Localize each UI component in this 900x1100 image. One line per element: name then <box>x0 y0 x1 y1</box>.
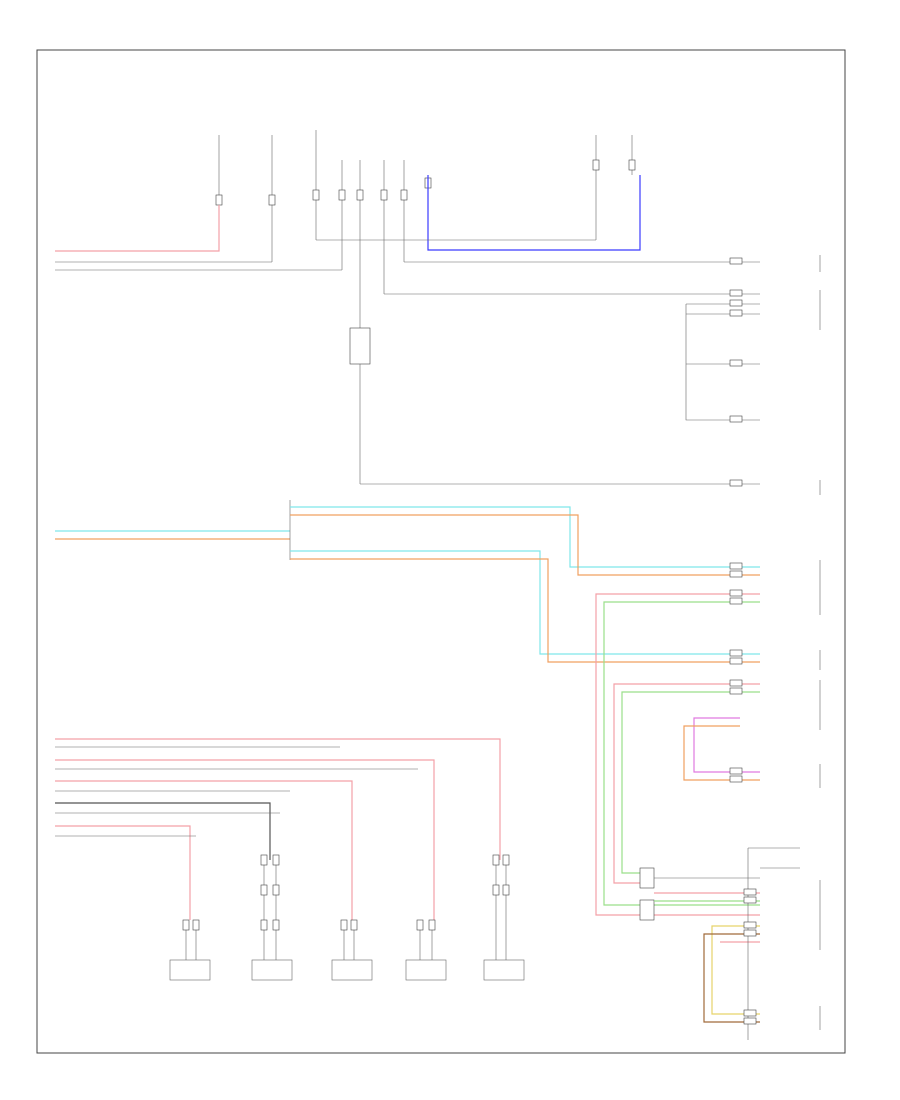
wire-blue <box>427 175 641 251</box>
wire-black-b <box>55 802 271 860</box>
component-box-2 <box>251 959 293 981</box>
wire-red-b1 <box>55 738 501 860</box>
diagram-frame <box>36 49 846 1054</box>
wire-red-mid <box>595 593 760 916</box>
wire-red-b4 <box>55 825 191 920</box>
wire-magenta <box>693 717 760 773</box>
wire-brown-br <box>703 933 760 1023</box>
mid-section <box>55 500 760 916</box>
component-box-5 <box>483 959 525 981</box>
top-connectors <box>55 130 760 485</box>
pin-group-top <box>215 159 636 206</box>
bottom-right <box>639 847 800 1040</box>
component-box-1 <box>169 959 211 981</box>
wire-yellow-br <box>711 925 760 1015</box>
wire-red-2 <box>613 683 760 884</box>
wire-cyan-2 <box>290 550 760 655</box>
wire-orange-1 <box>290 514 760 576</box>
component-box-4 <box>405 959 447 981</box>
bottom-left <box>55 738 525 981</box>
relay-box <box>349 327 760 485</box>
component-box-3 <box>331 959 373 981</box>
right-stubs-mid <box>729 562 743 783</box>
right-stubs-top <box>729 257 743 487</box>
wire-orange-loop <box>683 725 760 781</box>
wire-green-mid <box>603 601 760 906</box>
wire-red-b3 <box>55 780 353 920</box>
wire-orange-2 <box>290 558 760 663</box>
wire-cyan-1 <box>290 506 760 568</box>
wire-red-b2 <box>55 759 435 920</box>
wire-red-top <box>55 205 220 252</box>
wire-green-2 <box>621 691 760 874</box>
